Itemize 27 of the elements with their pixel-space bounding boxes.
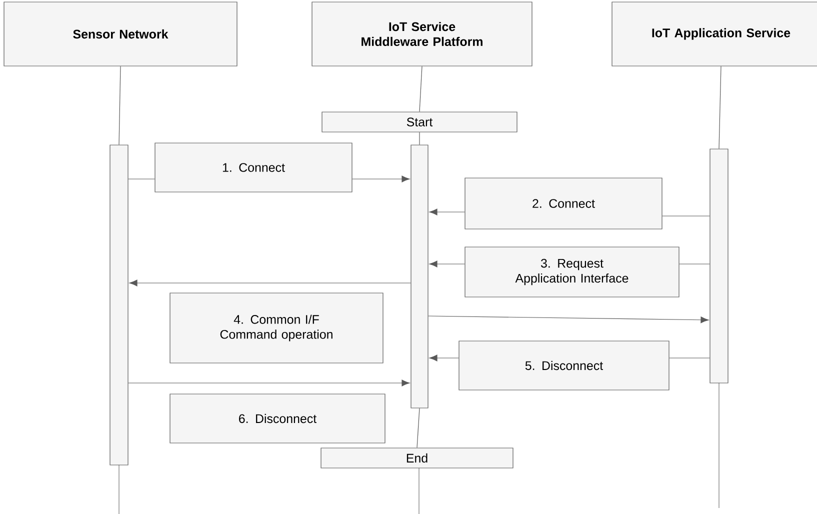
- lifeline: [416, 408, 420, 448]
- start-bar: Start: [322, 112, 518, 132]
- message-arrow: [128, 380, 410, 386]
- lifeline: [419, 132, 420, 145]
- lifeline: [419, 66, 422, 112]
- message-arrow: [129, 280, 411, 286]
- lifeline-header: IoT Service Middleware Platform: [312, 2, 532, 66]
- message-box: 4. Common I/F Command operation: [170, 292, 384, 364]
- lifeline: [118, 66, 121, 145]
- lifeline: [718, 66, 722, 149]
- message-box: 1. Connect: [154, 142, 352, 192]
- message-box: 3. Request Application Interface: [464, 246, 680, 298]
- message-box: 2. Connect: [464, 178, 662, 230]
- message-arrow: [428, 316, 709, 324]
- lifeline-header: IoT Application Service: [612, 2, 817, 66]
- message-arrow: [429, 354, 459, 362]
- end-bar: End: [320, 448, 514, 468]
- lifeline-header: Sensor Network: [4, 2, 238, 66]
- message-arrow: [429, 208, 465, 216]
- message-arrow: [429, 260, 465, 268]
- message-box: 5. Disconnect: [458, 340, 670, 390]
- message-box: 6. Disconnect: [170, 394, 386, 444]
- activation-bar: [110, 144, 128, 466]
- activation-bar: [410, 144, 428, 408]
- message-arrow: [352, 176, 410, 182]
- activation-bar: [710, 148, 728, 384]
- message-line: [128, 178, 155, 180]
